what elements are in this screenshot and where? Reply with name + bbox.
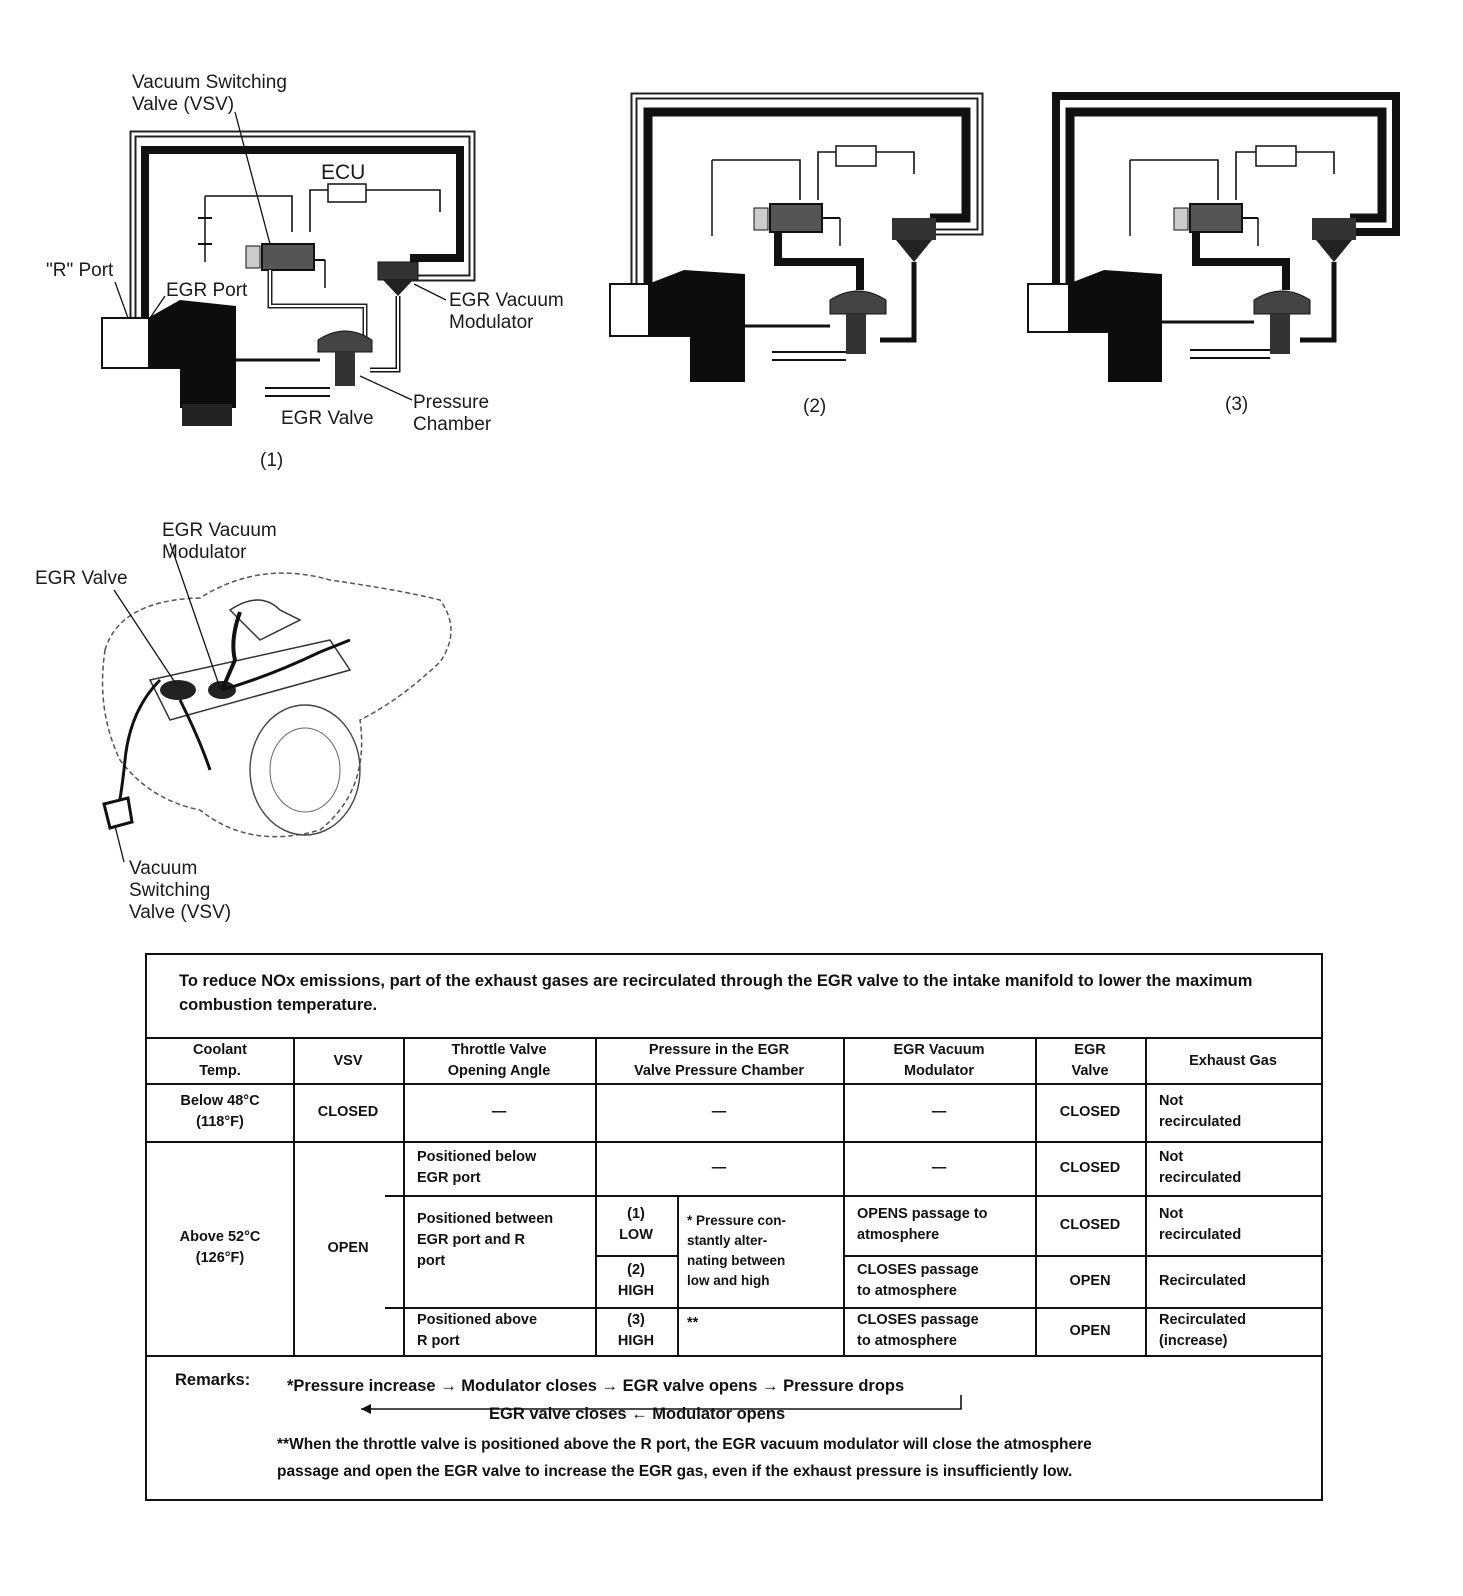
egr-port-label: EGR Port bbox=[166, 280, 248, 301]
header-exhaust-gas: Exhaust Gas bbox=[1189, 1052, 1277, 1069]
row1-vsv: CLOSED bbox=[317, 1103, 379, 1120]
remarks-note: **When the throttle valve is positioned … bbox=[277, 1436, 1092, 1480]
egr-valve-label: EGR Valve bbox=[281, 408, 374, 429]
row2b2-level: (2) HIGH bbox=[617, 1262, 655, 1299]
row1-throttle: — bbox=[491, 1103, 507, 1120]
row2c-modulator: CLOSES passage to atmosphere bbox=[857, 1312, 979, 1349]
row1-egr-valve: CLOSED bbox=[1059, 1103, 1121, 1120]
header-throttle-angle: Throttle Valve Opening Angle bbox=[447, 1042, 551, 1079]
header-vacuum-modulator: EGR Vacuum Modulator bbox=[893, 1042, 985, 1079]
remarks-label: Remarks: bbox=[175, 1371, 251, 1389]
header-chamber-pressure: Pressure in the EGR Valve Pressure Chamb… bbox=[633, 1042, 805, 1079]
row2b-note: * Pressure con- stantly alter- nating be… bbox=[687, 1213, 787, 1288]
engine-egr-valve-label: EGR Valve bbox=[35, 568, 128, 589]
row2c-level: (3) HIGH bbox=[617, 1312, 655, 1349]
row2b-throttle: Positioned between EGR port and R port bbox=[417, 1211, 554, 1269]
figure-2-caption: (2) bbox=[803, 396, 827, 417]
row2c-throttle: Positioned above R port bbox=[417, 1312, 538, 1349]
row2a-throttle: Positioned below EGR port bbox=[417, 1149, 537, 1186]
figure-3-caption: (3) bbox=[1225, 394, 1249, 415]
egr-system-diagram-3 bbox=[1027, 92, 1400, 382]
vsv-label: Vacuum Switching Valve (VSV) bbox=[132, 72, 287, 115]
header-coolant-temp: Coolant Temp. bbox=[193, 1042, 247, 1079]
row2b1-exhaust: Not recirculated bbox=[1159, 1206, 1242, 1243]
row2b1-egr-valve: CLOSED bbox=[1059, 1216, 1121, 1233]
row2c-note: ** bbox=[687, 1315, 699, 1331]
row2b2-exhaust: Recirculated bbox=[1159, 1272, 1247, 1289]
pressure-chamber-label: Pressure Chamber bbox=[413, 392, 492, 435]
header-egr-valve: EGR Valve bbox=[1071, 1042, 1109, 1079]
row1-exhaust: Not recirculated bbox=[1159, 1093, 1242, 1130]
egr-operation-table: To reduce NOx emissions, part of the exh… bbox=[145, 953, 1323, 1501]
egr-system-diagram-1 bbox=[101, 92, 1400, 863]
engine-layout-diagram bbox=[101, 542, 452, 863]
row2-vsv: OPEN bbox=[327, 1239, 369, 1256]
ecu-label: ECU bbox=[321, 161, 366, 184]
r-port-label: "R" Port bbox=[46, 260, 114, 281]
engine-egr-vacuum-modulator-label: EGR Vacuum Modulator bbox=[162, 520, 277, 563]
engine-vsv-label: Vacuum Switching Valve (VSV) bbox=[129, 858, 232, 923]
feedback-arrow bbox=[361, 1395, 962, 1414]
row2b2-egr-valve: OPEN bbox=[1069, 1272, 1111, 1289]
row2a-egr-valve: CLOSED bbox=[1059, 1159, 1121, 1176]
row2b2-modulator: CLOSES passage to atmosphere bbox=[857, 1262, 979, 1299]
row1-coolant: Below 48°C (118°F) bbox=[180, 1093, 260, 1130]
egr-system-diagram-2 bbox=[609, 92, 984, 382]
row2c-egr-valve: OPEN bbox=[1069, 1322, 1111, 1339]
row2a-modulator: — bbox=[931, 1159, 947, 1176]
table-intro: To reduce NOx emissions, part of the exh… bbox=[147, 955, 1321, 1039]
header-vsv: VSV bbox=[333, 1052, 363, 1069]
figure-1-caption: (1) bbox=[260, 450, 284, 471]
remarks-line1: *Pressure increase → Modulator closes → … bbox=[287, 1377, 905, 1395]
row2-coolant: Above 52°C (126°F) bbox=[179, 1229, 261, 1266]
row2a-pressure: — bbox=[711, 1159, 727, 1176]
row2a-exhaust: Not recirculated bbox=[1159, 1149, 1242, 1186]
row2c-exhaust: Recirculated (increase) bbox=[1159, 1312, 1247, 1349]
row2b1-modulator: OPENS passage to atmosphere bbox=[857, 1206, 988, 1243]
egr-vacuum-modulator-label: EGR Vacuum Modulator bbox=[449, 290, 564, 333]
row2b1-level: (1) LOW bbox=[619, 1206, 653, 1243]
row1-modulator: — bbox=[931, 1103, 947, 1120]
row1-pressure: — bbox=[711, 1103, 727, 1120]
